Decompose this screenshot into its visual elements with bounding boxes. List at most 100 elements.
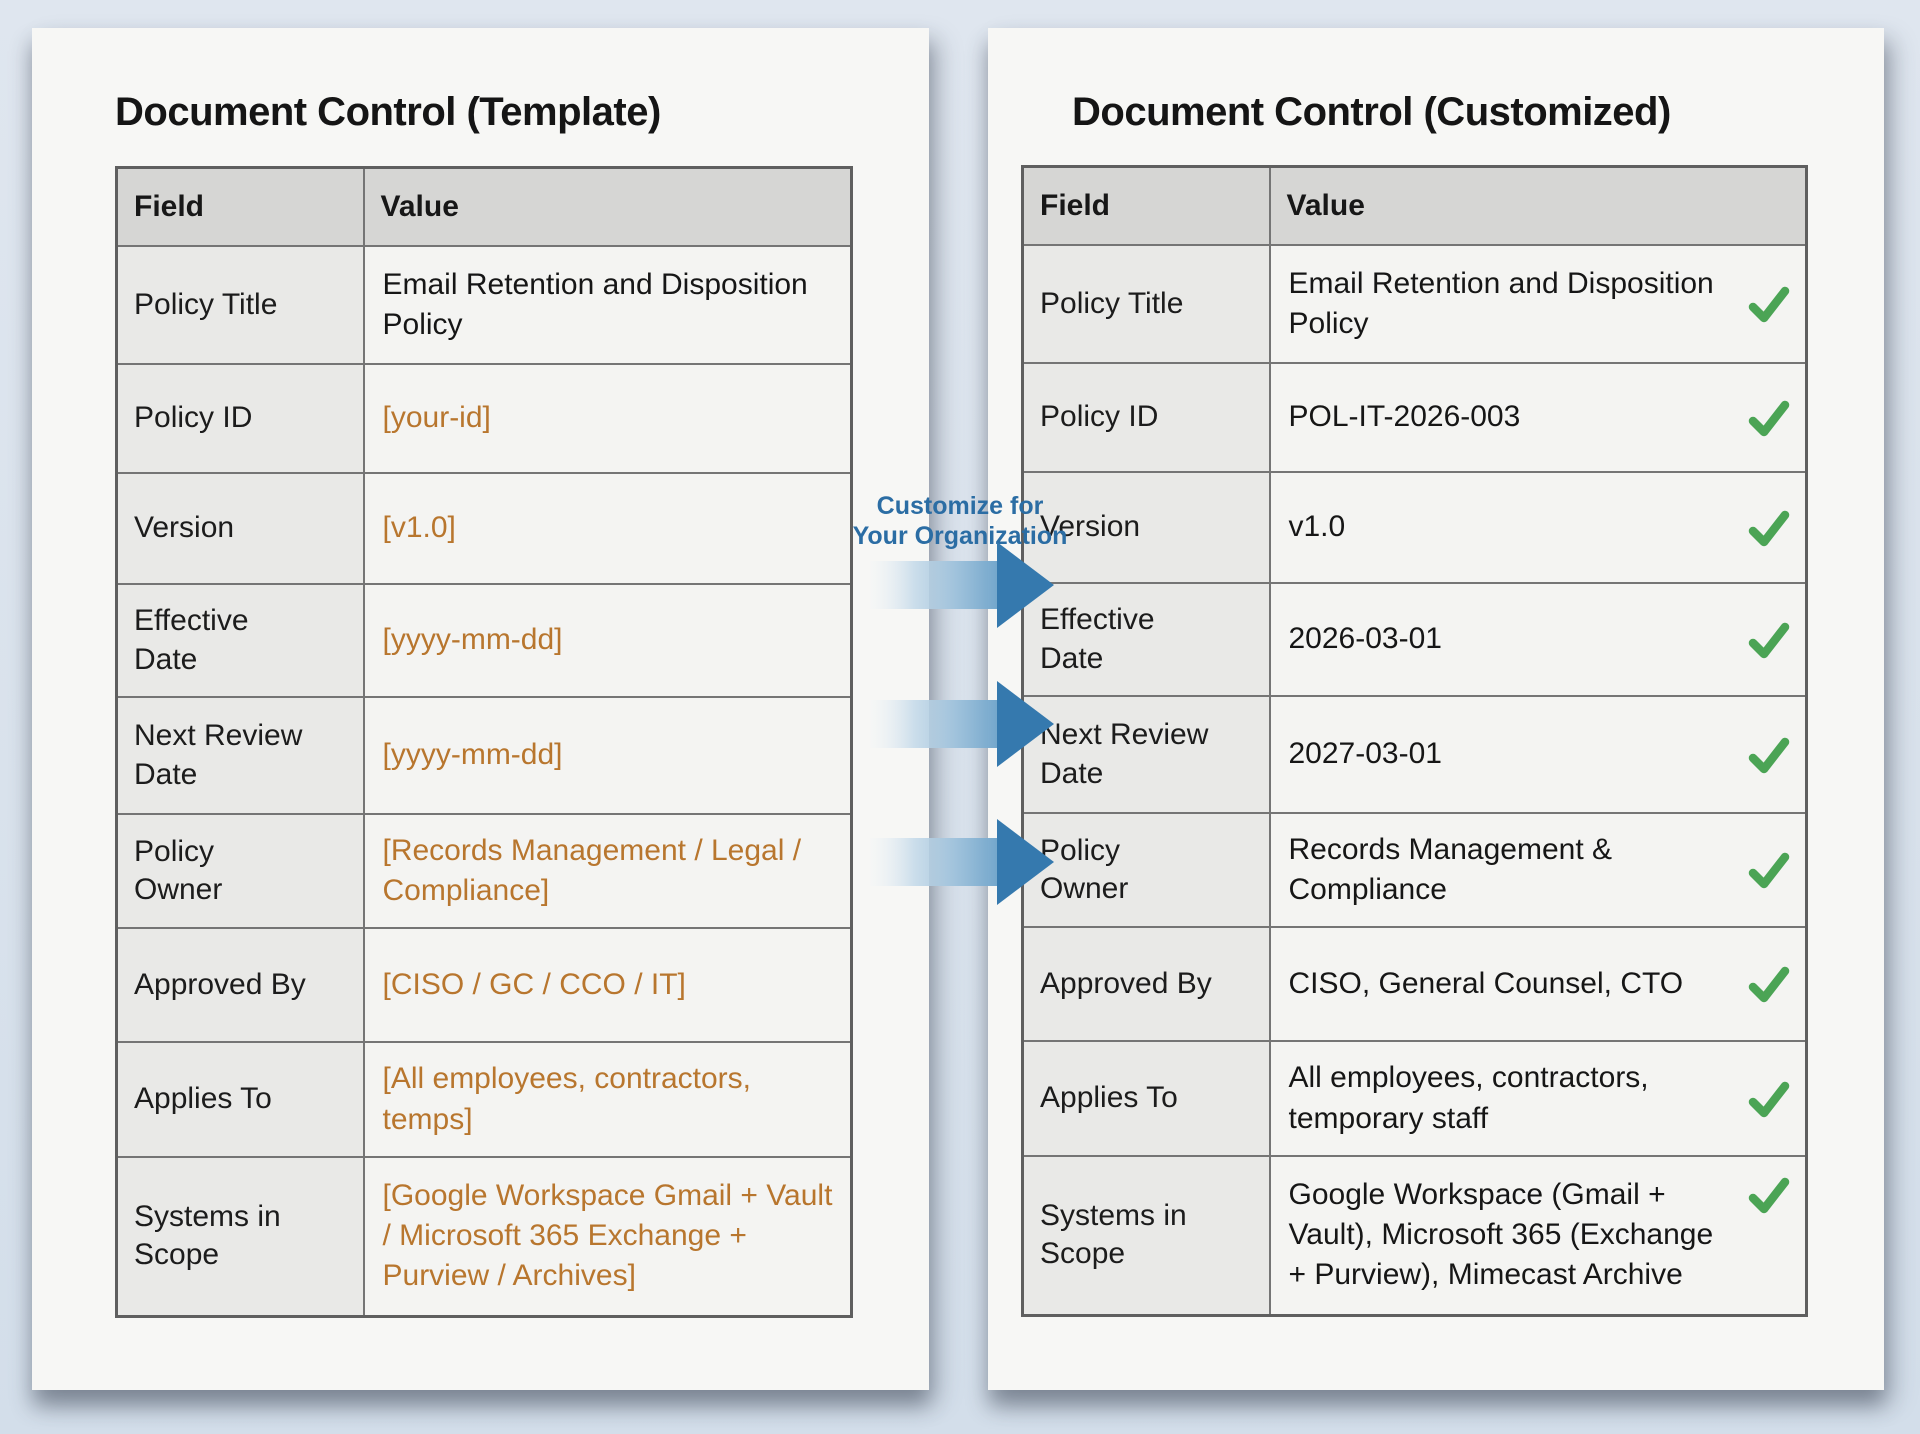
field-cell: Applies To (115, 1041, 365, 1158)
value-text: POL-IT-2026-003 (1288, 400, 1521, 434)
check-icon (1748, 1081, 1790, 1117)
value-cell: Email Retention and Disposition Policy (1268, 244, 1808, 364)
value-cell: 2026-03-01 (1268, 582, 1808, 697)
value-text: [All employees, contractors, temps] (382, 1062, 751, 1136)
check-icon (1748, 622, 1790, 658)
value-cell: [All employees, contractors, temps] (362, 1041, 853, 1158)
header-cell-value: Value (362, 166, 853, 247)
connector-label-line2: Your Organization (852, 521, 1068, 550)
value-cell: POL-IT-2026-003 (1268, 362, 1808, 473)
table-row: Approved By [CISO / GC / CCO / IT] (115, 927, 853, 1043)
table-row: Next Review Date [yyyy-mm-dd] (115, 696, 853, 815)
field-cell: Next Review Date (115, 696, 365, 815)
value-cell: [CISO / GC / CCO / IT] (362, 927, 853, 1043)
value-text: Email Retention and Disposition Policy (1288, 266, 1714, 340)
value-cell: [Google Workspace Gmail + Vault / Micros… (362, 1156, 853, 1317)
value-text: Email Retention and Disposition Policy (382, 267, 808, 341)
field-cell: Applies To (1021, 1040, 1271, 1157)
table-header-row: Field Value (115, 166, 853, 247)
value-cell: v1.0 (1268, 471, 1808, 584)
field-cell: Policy ID (115, 363, 365, 474)
value-text: Records Management & Compliance (1288, 832, 1613, 906)
value-text: Google Workspace (Gmail + Vault), Micros… (1288, 1177, 1714, 1292)
field-cell: Policy Title (1021, 244, 1271, 364)
check-icon (1748, 400, 1790, 436)
right-arrow-icon (870, 679, 1055, 769)
check-icon (1748, 510, 1790, 546)
value-cell: Email Retention and Disposition Policy (362, 245, 853, 365)
field-cell: Version (1021, 471, 1271, 584)
check-icon (1748, 966, 1790, 1003)
value-cell: [yyyy-mm-dd] (362, 696, 853, 815)
table-header-row: Field Value (1021, 165, 1808, 246)
check-icon (1748, 737, 1790, 773)
value-cell: Google Workspace (Gmail + Vault), Micros… (1268, 1155, 1808, 1316)
table-row: Effective Date [yyyy-mm-dd] (115, 583, 853, 698)
table-row: Applies To[All employees, contractors, t… (115, 1041, 853, 1158)
value-cell: [yyyy-mm-dd] (362, 583, 853, 698)
table-row: Approved By CISO, General Counsel, CTO (1021, 926, 1808, 1042)
value-cell: [your-id] (362, 363, 853, 474)
value-text: [yyyy-mm-dd] (382, 738, 563, 772)
table-row: Version [v1.0] (115, 472, 853, 585)
customized-paper: Document Control (Customized) Field Valu… (988, 28, 1884, 1390)
field-cell: Policy ID (1021, 362, 1271, 473)
value-cell: CISO, General Counsel, CTO (1268, 926, 1808, 1042)
check-icon (1748, 286, 1790, 323)
value-text: All employees, contractors, temporary st… (1288, 1061, 1649, 1135)
table-row: Version v1.0 (1021, 471, 1808, 584)
value-cell: All employees, contractors, temporary st… (1268, 1040, 1808, 1157)
value-text: [yyyy-mm-dd] (382, 623, 563, 657)
value-text: 2026-03-01 (1288, 622, 1442, 656)
table-row: Systems in Scope[Google Workspace Gmail … (115, 1156, 853, 1317)
check-icon (1748, 852, 1790, 889)
value-text: [CISO / GC / CCO / IT] (382, 967, 686, 1001)
header-cell-field: Field (115, 166, 365, 247)
field-cell: Effective Date (1021, 582, 1271, 697)
template-paper: Document Control (Template) Field Value … (32, 28, 929, 1390)
field-cell: Systems in Scope (1021, 1155, 1271, 1316)
value-text: v1.0 (1288, 510, 1346, 544)
page-title: Document Control (Template) (115, 90, 661, 134)
connector-label: Customize for Your Organization (840, 492, 1080, 551)
value-text: 2027-03-01 (1288, 737, 1442, 771)
field-cell: Policy Title (115, 245, 365, 365)
value-cell: Records Management & Compliance (1268, 812, 1808, 928)
connector-label-line1: Customize for (876, 492, 1044, 520)
right-arrow-icon (870, 817, 1055, 907)
table-row: Policy Owner[Records Management / Legal … (115, 813, 853, 929)
table-row: Policy ID POL-IT-2026-003 (1021, 362, 1808, 473)
header-cell-field: Field (1021, 165, 1271, 246)
value-cell: 2027-03-01 (1268, 695, 1808, 814)
field-cell: Effective Date (115, 583, 365, 698)
field-cell: Version (115, 472, 365, 585)
value-text: [your-id] (382, 401, 491, 435)
field-cell: Approved By (115, 927, 365, 1043)
table-row: Effective Date 2026-03-01 (1021, 582, 1808, 697)
value-cell: [v1.0] (362, 472, 853, 585)
table-row: Next Review Date 2027-03-01 (1021, 695, 1808, 814)
field-cell: Approved By (1021, 926, 1271, 1042)
value-text: [v1.0] (382, 511, 456, 545)
check-icon (1748, 1177, 1790, 1214)
field-cell: Next Review Date (1021, 695, 1271, 814)
right-arrow-icon (870, 540, 1055, 630)
value-cell: [Records Management / Legal / Compliance… (362, 813, 853, 929)
value-text: [Records Management / Legal / Compliance… (382, 833, 802, 907)
page-title: Document Control (Customized) (1072, 90, 1671, 134)
field-cell: Systems in Scope (115, 1156, 365, 1317)
field-cell: Policy Owner (115, 813, 365, 929)
value-text: CISO, General Counsel, CTO (1288, 966, 1684, 1000)
table-row: Policy ID [your-id] (115, 363, 853, 474)
field-cell: Policy Owner (1021, 812, 1271, 928)
value-text: [Google Workspace Gmail + Vault / Micros… (382, 1178, 833, 1293)
